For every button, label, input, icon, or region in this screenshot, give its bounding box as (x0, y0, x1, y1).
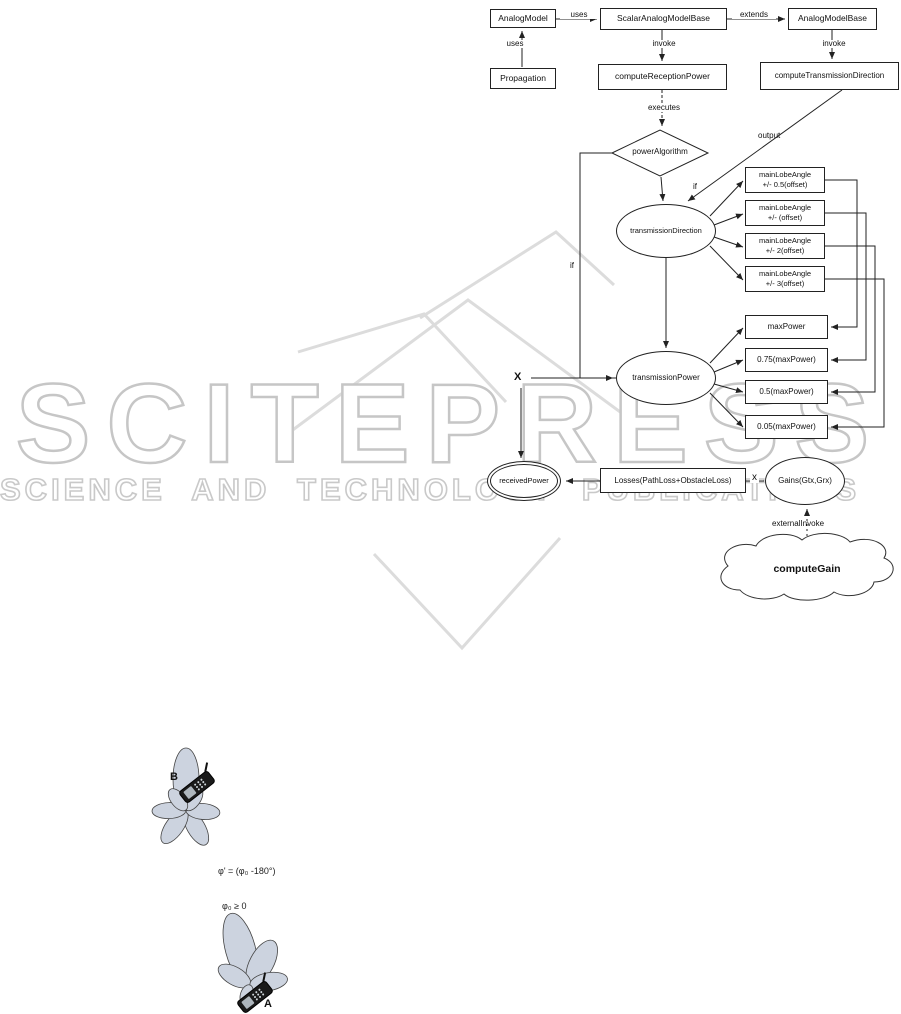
edge-output (687, 89, 843, 202)
edge-if-left (579, 152, 613, 381)
antenna-formula-a: φ₀ ≥ 0 (222, 901, 247, 911)
watermark-shape-chevron (297, 312, 508, 404)
node-005-max-power: 0.05(maxPower) (745, 415, 828, 439)
edge-dir-lobe1 (709, 180, 744, 217)
node-main-lobe-angle-3: mainLobeAngle +/- 3(offset) (745, 266, 825, 292)
node-losses: Losses(PathLoss+ObstacleLoss) (600, 468, 746, 493)
edge-lobe3-05 (825, 245, 876, 395)
edge-label-external-invoke: externalInvoke (772, 519, 825, 528)
node-main-lobe-angle-2: mainLobeAngle +/- 2(offset) (745, 233, 825, 259)
watermark-title: SCITEPRESS (14, 361, 886, 486)
edge-label-invoke-left: invoke (640, 40, 688, 48)
watermark-shape-peak (419, 230, 616, 320)
node-analog-model: AnalogModel (490, 9, 556, 28)
node-compute-transmission-direction: computeTransmissionDirection (760, 62, 899, 90)
edge-lobe2-075 (825, 212, 867, 363)
watermark-shape-triangle (289, 298, 643, 434)
watermark-shape-v (372, 537, 562, 651)
edge-lobe1-max (825, 179, 858, 330)
node-received-power: receivedPower (487, 461, 561, 501)
node-compute-gain: computeGain (773, 563, 841, 575)
node-gains: Gains(Gtx,Grx) (765, 457, 845, 505)
antenna-formula-b: φ' = (φ₀ -180°) (218, 866, 276, 876)
edge-label-if-left: if (568, 261, 576, 270)
node-main-lobe-angle-05: mainLobeAngle +/- 0.5(offset) (745, 167, 825, 193)
edge-pow-005 (709, 392, 744, 428)
received-power-inner-ring: receivedPower (490, 464, 558, 498)
node-transmission-power: transmissionPower (616, 351, 716, 405)
edge-dir-lobe2 (713, 213, 744, 226)
node-analog-model-base: AnalogModelBase (788, 8, 877, 30)
antenna-node-b-label: B (170, 771, 178, 783)
edge-if-right (659, 176, 666, 202)
phone-b-icon (179, 762, 215, 803)
node-power-algorithm: powerAlgorithm (632, 147, 688, 156)
edge-dir-lobe4 (709, 245, 744, 281)
edge-pow-075 (713, 359, 744, 373)
multiply-node-gains: x (750, 472, 759, 483)
multiply-node-main: X (514, 371, 522, 383)
node-transmission-direction: transmissionDirection (616, 204, 716, 258)
node-main-lobe-angle-1: mainLobeAngle +/- (offset) (745, 200, 825, 226)
node-075-max-power: 0.75(maxPower) (745, 348, 828, 372)
power-algorithm-diamond (610, 129, 710, 177)
edge-pow-05 (713, 383, 744, 394)
compute-gain-cloud (720, 533, 894, 601)
edge-pow-max (709, 327, 744, 364)
edge-dir-lobe3 (713, 236, 744, 248)
diagram-connectors (518, 16, 885, 541)
node-scalar-analog-model-base: ScalarAnalogModelBase (600, 8, 727, 30)
node-05-max-power: 0.5(maxPower) (745, 380, 828, 404)
edge-label-uses-horizontal: uses (560, 11, 598, 19)
node-max-power: maxPower (745, 315, 828, 339)
edge-label-extends: extends (732, 11, 776, 19)
antenna-node-a-label: A (264, 998, 272, 1010)
node-propagation: Propagation (490, 68, 556, 89)
edge-label-uses-vertical: uses (498, 40, 532, 48)
edge-label-if-right: if (693, 182, 697, 191)
edge-label-output: output (758, 131, 781, 140)
edge-label-executes: executes (634, 104, 694, 112)
node-compute-reception-power: computeReceptionPower (598, 64, 727, 90)
phone-a-icon (237, 972, 273, 1013)
edge-label-invoke-right: invoke (810, 40, 858, 48)
received-power-label: receivedPower (499, 475, 549, 485)
edge-lobe4-005 (825, 278, 885, 430)
